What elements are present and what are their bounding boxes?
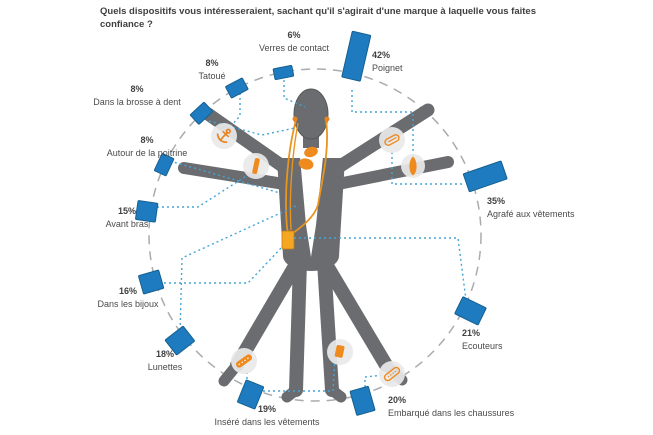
connector-chest (169, 160, 281, 194)
earbud-right-icon (324, 116, 330, 122)
chart-bar (135, 200, 159, 223)
chart-bar (225, 77, 249, 99)
ankle-band-icon (231, 348, 257, 374)
connector-earphones (294, 237, 467, 301)
chart-bar (341, 30, 372, 82)
forearm-band-icon (243, 153, 269, 179)
sunglasses-lens2 (298, 158, 314, 170)
chart-bar (164, 325, 195, 356)
earbud-left-icon (292, 116, 298, 122)
icon-badges (211, 123, 425, 387)
chart-bar (349, 385, 376, 416)
chart-bar (462, 160, 508, 193)
leg-left (289, 255, 307, 397)
paperclip-icon (379, 127, 405, 153)
wrist-watch-icon (401, 154, 425, 178)
earphone-cord-right (292, 119, 328, 234)
arm-right (332, 156, 454, 190)
dashed-circle (148, 68, 482, 402)
arm-left (178, 162, 290, 190)
connector-lines (157, 80, 467, 394)
foot-right (326, 384, 347, 403)
tattoo-anchor-icon (211, 123, 237, 149)
pendant-player-icon (281, 230, 295, 250)
shoe-insole-icon (379, 361, 405, 387)
chart-bars (135, 30, 508, 416)
chart-bar (272, 65, 295, 81)
connector-clip (391, 152, 463, 185)
connector-wrist (351, 90, 414, 157)
earphone-cord-left (285, 119, 297, 233)
connector-glasses (179, 204, 299, 336)
connector-contact-lenses (283, 80, 306, 108)
head (293, 88, 329, 140)
orange-accessories (281, 116, 330, 250)
shirt (300, 157, 323, 257)
connector-clothes-insert-b (253, 357, 336, 392)
spread-leg-right (320, 259, 393, 372)
chart-bar (237, 379, 265, 410)
leg-right (317, 255, 339, 397)
sunglasses-icon (304, 146, 318, 158)
connector-jewelry (159, 245, 284, 284)
chart-bar (154, 153, 175, 177)
connector-forearm (157, 172, 252, 208)
chart-bar (189, 101, 213, 125)
earphone-cord-left2 (289, 122, 299, 231)
chart-bar (454, 296, 487, 326)
page-title: Quels dispositifs vous intéresseraient, … (100, 6, 536, 30)
knee-device-icon (327, 339, 353, 365)
chart-bar (138, 269, 165, 295)
